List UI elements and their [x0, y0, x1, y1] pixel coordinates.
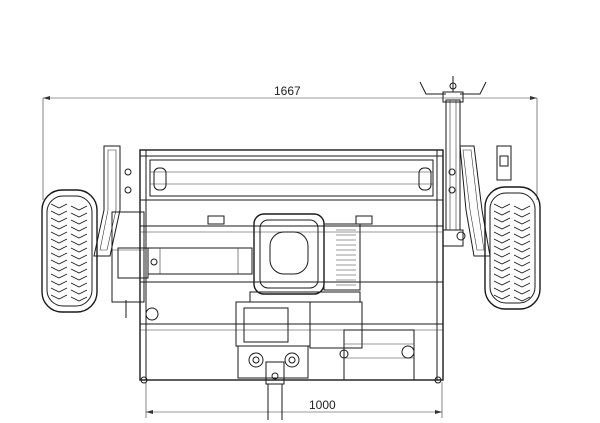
switch-box [496, 145, 512, 181]
deck-frame [139, 149, 444, 384]
tow-hitch [265, 361, 285, 420]
overall-width-dimension: 1667 [42, 84, 538, 200]
base-width-dimension: 1000 [145, 382, 443, 418]
right-wheel-bracket [448, 145, 491, 257]
drive-shaft [147, 247, 253, 275]
engine [249, 213, 361, 303]
right-wheel [484, 186, 541, 310]
transmission [235, 301, 415, 381]
left-wheel [41, 189, 98, 313]
base-width-label: 1000 [309, 398, 336, 412]
height-adjust-handle [419, 76, 487, 247]
left-gearbox [111, 211, 159, 321]
overall-width-label: 1667 [274, 84, 301, 98]
left-wheel-bracket [93, 145, 132, 257]
